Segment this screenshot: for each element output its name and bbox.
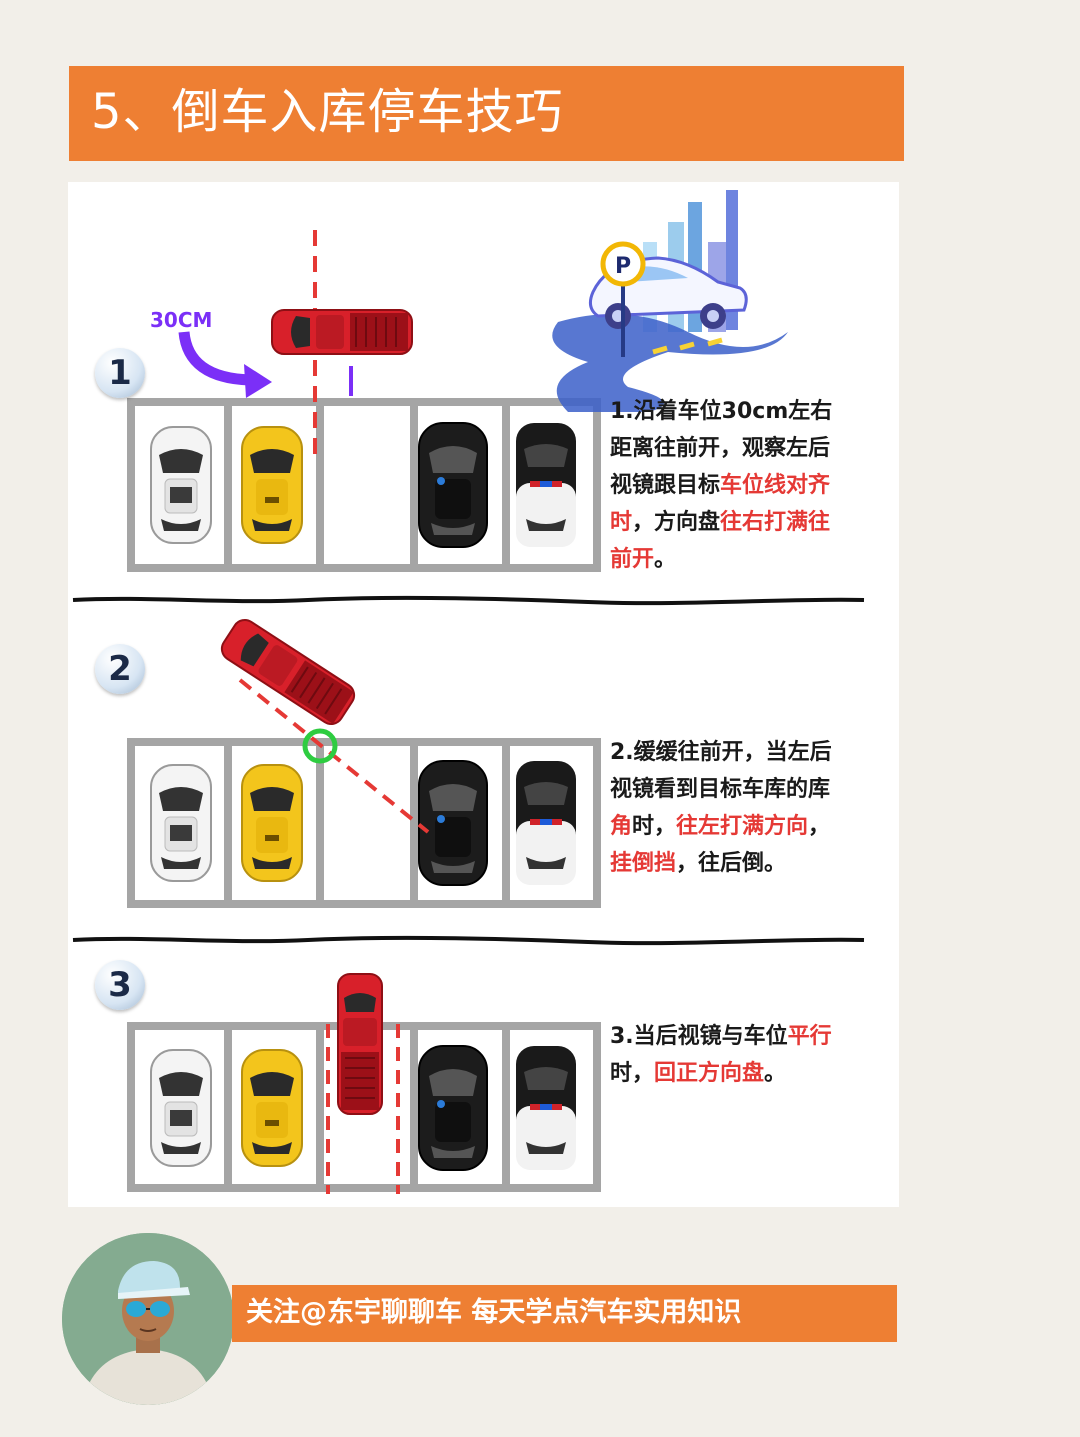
step-badge-1: 1 bbox=[95, 348, 145, 398]
instruction-line: 3.当后视镜与车位平行 bbox=[610, 1018, 832, 1055]
parking-illustration: P bbox=[552, 190, 788, 412]
step-2-instruction: 2.缓缓往前开，当左后视镜看到目标车库的库角时，往左打满方向，挂倒挡，往后倒。 bbox=[610, 734, 832, 882]
page-title: 5、倒车入库停车技巧 bbox=[91, 84, 564, 140]
highlight-text: 往左打满方向 bbox=[676, 814, 809, 839]
avatar-portrait-icon bbox=[62, 1233, 234, 1405]
instruction-text: 1.沿着车位30cm左右 bbox=[610, 399, 833, 424]
highlight-text: 回正方向盘 bbox=[654, 1061, 765, 1086]
step-3-diagram bbox=[127, 973, 601, 1194]
diagram-canvas: P bbox=[72, 190, 865, 1194]
red-pickup-truck bbox=[271, 309, 413, 355]
step-1-diagram: P bbox=[127, 190, 788, 572]
instruction-text: 距离往前开，观察左后 bbox=[610, 436, 831, 461]
highlight-text: 挂倒挡 bbox=[610, 851, 677, 876]
instruction-text: 视镜跟目标 bbox=[610, 473, 721, 498]
footer-banner: 关注@东宇聊聊车 每天学点汽车实用知识 bbox=[232, 1285, 897, 1342]
police-car bbox=[516, 423, 576, 547]
step-badge-3: 3 bbox=[95, 960, 145, 1010]
tutorial-panel: P bbox=[68, 182, 899, 1207]
step-badge-2: 2 bbox=[95, 644, 145, 694]
section-divider bbox=[72, 595, 865, 606]
instruction-text: 2.缓缓往前开，当左后 bbox=[610, 740, 832, 765]
instruction-line: 2.缓缓往前开，当左后 bbox=[610, 734, 832, 771]
instruction-line: 时，回正方向盘。 bbox=[610, 1055, 832, 1092]
taxi-car bbox=[241, 1049, 303, 1167]
curve-arrow-icon bbox=[178, 331, 251, 386]
instruction-line: 视镜跟目标车位线对齐 bbox=[610, 467, 832, 504]
white-car bbox=[150, 426, 212, 544]
follow-slogan: 关注@东宇聊聊车 每天学点汽车实用知识 bbox=[246, 1297, 742, 1328]
taxi-car bbox=[241, 426, 303, 544]
highlight-text: 往右打满往 bbox=[720, 510, 831, 535]
step-3-instruction: 3.当后视镜与车位平行时，回正方向盘。 bbox=[610, 1018, 832, 1092]
instruction-line: 距离往前开，观察左后 bbox=[610, 430, 832, 467]
instruction-text: 时， bbox=[632, 814, 677, 839]
instruction-text: 3.当后视镜与车位 bbox=[610, 1024, 788, 1049]
step-2-diagram bbox=[127, 614, 601, 908]
red-pickup-truck bbox=[216, 614, 360, 730]
header-banner: 5、倒车入库停车技巧 bbox=[69, 66, 904, 161]
highlight-text: 时 bbox=[610, 510, 633, 535]
instruction-line: 时，方向盘往右打满往 bbox=[610, 504, 832, 541]
black-car bbox=[418, 422, 488, 548]
distance-label: 30CM bbox=[150, 308, 213, 332]
instruction-line: 挂倒挡，往后倒。 bbox=[610, 845, 832, 882]
instruction-line: 角时，往左打满方向， bbox=[610, 808, 832, 845]
red-pickup-truck bbox=[337, 973, 383, 1115]
avatar bbox=[62, 1233, 234, 1405]
highlight-text: 前开 bbox=[610, 547, 655, 572]
svg-text:P: P bbox=[615, 254, 631, 279]
police-car bbox=[516, 761, 576, 885]
instruction-text: 时， bbox=[610, 1061, 655, 1086]
black-car bbox=[418, 760, 488, 886]
instruction-line: 前开。 bbox=[610, 541, 832, 578]
black-car bbox=[418, 1045, 488, 1171]
instruction-text: 视镜看到目标车库的库 bbox=[610, 777, 831, 802]
highlight-text: 车位线对齐 bbox=[720, 473, 831, 498]
corner-marker-icon bbox=[302, 728, 338, 764]
instruction-text: 。 bbox=[764, 1061, 787, 1086]
highlight-text: 角 bbox=[610, 814, 633, 839]
instruction-line: 1.沿着车位30cm左右 bbox=[610, 393, 832, 430]
white-car bbox=[150, 764, 212, 882]
instruction-text: ， bbox=[808, 814, 831, 839]
white-car bbox=[150, 1049, 212, 1167]
instruction-text: ，方向盘 bbox=[632, 510, 721, 535]
police-car bbox=[516, 1046, 576, 1170]
step-1-instruction: 1.沿着车位30cm左右距离往前开，观察左后视镜跟目标车位线对齐时，方向盘往右打… bbox=[610, 393, 832, 578]
instruction-text: ，往后倒。 bbox=[676, 851, 787, 876]
instruction-line: 视镜看到目标车库的库 bbox=[610, 771, 832, 808]
highlight-text: 平行 bbox=[787, 1024, 832, 1049]
section-divider bbox=[72, 935, 865, 946]
taxi-car bbox=[241, 764, 303, 882]
instruction-text: 。 bbox=[654, 547, 677, 572]
